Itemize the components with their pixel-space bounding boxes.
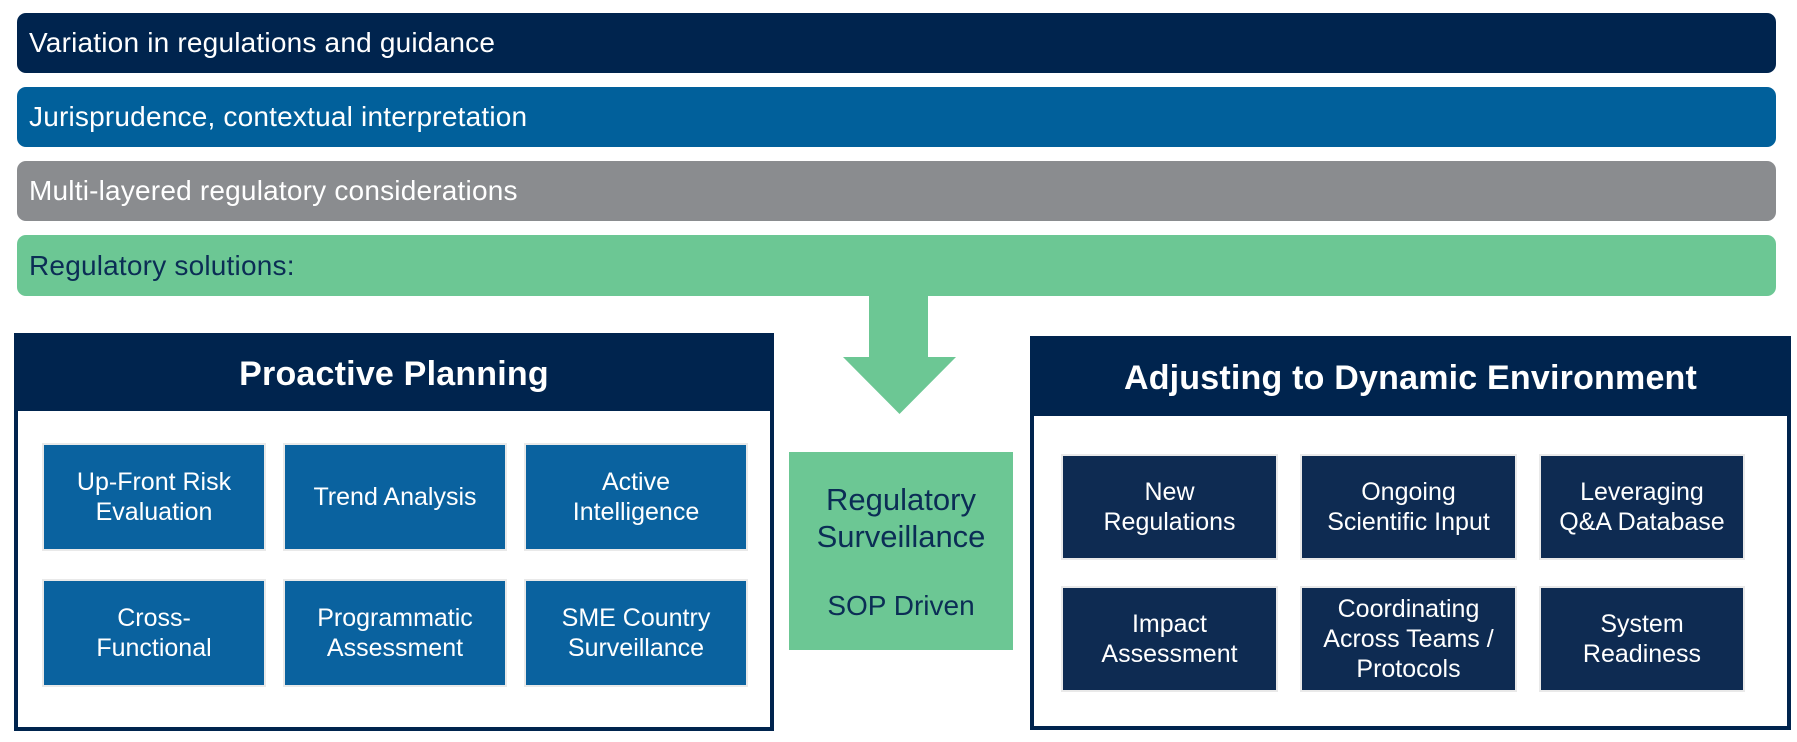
box-sme-country-surveillance: SME Country Surveillance — [524, 579, 748, 687]
box-active-intelligence: Active Intelligence — [524, 443, 748, 551]
box-leveraging-qa-database: Leveraging Q&A Database — [1539, 454, 1745, 560]
box-cross-functional: Cross- Functional — [42, 579, 266, 687]
box-ongoing-scientific-input: Ongoing Scientific Input — [1300, 454, 1517, 560]
proactive-planning-header: Proactive Planning — [18, 337, 770, 411]
proactive-planning-title: Proactive Planning — [239, 354, 549, 393]
banner-regulatory-solutions-label: Regulatory solutions: — [29, 249, 295, 281]
proactive-planning-panel: Proactive Planning Up-Front Risk Evaluat… — [14, 333, 774, 731]
down-arrow-icon — [843, 294, 956, 414]
box-trend-analysis: Trend Analysis — [283, 443, 507, 551]
banner-regulatory-solutions: Regulatory solutions: — [17, 235, 1776, 296]
box-programmatic-assessment: Programmatic Assessment — [283, 579, 507, 687]
banner-variation-label: Variation in regulations and guidance — [29, 27, 496, 58]
regulatory-surveillance-box: Regulatory Surveillance SOP Driven — [789, 452, 1013, 650]
box-new-regulations: New Regulations — [1061, 454, 1278, 560]
banner-multi-layered-label: Multi-layered regulatory considerations — [29, 175, 518, 206]
box-system-readiness: System Readiness — [1539, 586, 1745, 692]
regulatory-surveillance-title: Regulatory Surveillance — [816, 482, 986, 554]
banner-multi-layered: Multi-layered regulatory considerations — [17, 161, 1776, 221]
banner-variation: Variation in regulations and guidance — [17, 13, 1776, 73]
box-impact-assessment: Impact Assessment — [1061, 586, 1278, 692]
dynamic-environment-grid: New Regulations Ongoing Scientific Input… — [1061, 454, 1787, 692]
banner-jurisprudence: Jurisprudence, contextual interpretation — [17, 87, 1776, 147]
banner-jurisprudence-label: Jurisprudence, contextual interpretation — [29, 101, 528, 132]
proactive-planning-grid: Up-Front Risk Evaluation Trend Analysis … — [42, 443, 770, 687]
dynamic-environment-panel: Adjusting to Dynamic Environment New Reg… — [1030, 336, 1791, 730]
dynamic-environment-header: Adjusting to Dynamic Environment — [1034, 340, 1787, 416]
down-arrow-shape — [843, 294, 956, 414]
dynamic-environment-title: Adjusting to Dynamic Environment — [1123, 358, 1698, 397]
box-up-front-risk-evaluation: Up-Front Risk Evaluation — [42, 443, 266, 551]
box-coordinating-across-teams: Coordinating Across Teams / Protocols — [1300, 586, 1517, 692]
sop-driven-label: SOP Driven — [827, 590, 975, 621]
